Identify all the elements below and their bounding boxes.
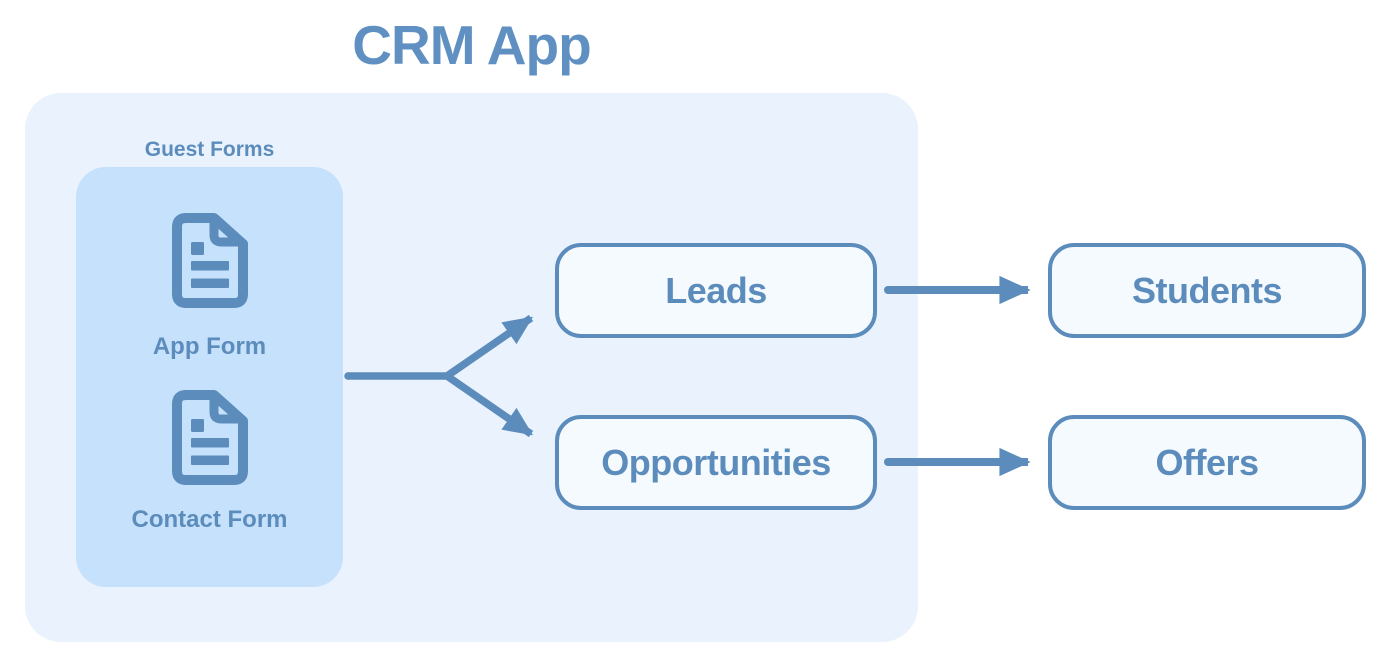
node-opportunities: Opportunities bbox=[555, 415, 877, 510]
diagram-title: CRM App bbox=[352, 14, 591, 76]
contact-form-label: Contact Form bbox=[131, 506, 288, 534]
document-icon bbox=[171, 213, 248, 308]
node-offers: Offers bbox=[1048, 415, 1366, 510]
node-leads: Leads bbox=[555, 243, 877, 338]
document-icon bbox=[171, 390, 248, 486]
node-opportunities-label: Opportunities bbox=[601, 441, 831, 483]
app-form-label: App Form bbox=[152, 333, 267, 360]
node-offers-label: Offers bbox=[1155, 441, 1259, 483]
guest-forms-group: App Form Contact Form bbox=[76, 167, 343, 587]
node-students-label: Students bbox=[1131, 269, 1283, 311]
guest-forms-label: Guest Forms bbox=[144, 138, 275, 161]
node-students: Students bbox=[1048, 243, 1366, 338]
node-leads-label: Leads bbox=[665, 269, 767, 311]
